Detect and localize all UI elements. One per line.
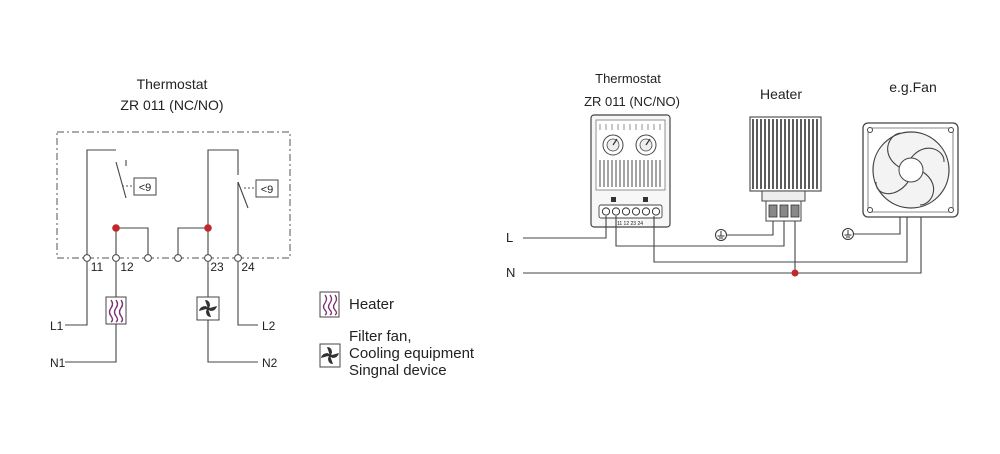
wire-thermostat-to-fan <box>653 216 908 263</box>
right-wiring: Thermostat ZR 011 (NC/NO) Heater e.g.Fan <box>506 71 959 280</box>
right-thermostat-line1: Thermostat <box>595 71 661 86</box>
legend-fan-line2: Cooling equipment <box>349 345 475 362</box>
terminal-23 <box>204 254 212 262</box>
l2-wire <box>237 262 258 326</box>
nc-temperature-symbol-text: <9 <box>139 182 152 194</box>
wire-heater-ground <box>727 221 774 236</box>
thermostat-top-ribs <box>599 124 661 130</box>
wire-n-line <box>523 217 922 274</box>
nc-contact-wire-left <box>86 149 116 258</box>
junction-dot-neutral <box>791 269 799 277</box>
legend-fan-icon <box>321 347 339 364</box>
label-n2: N2 <box>262 356 278 370</box>
terminal-label-11: 11 <box>91 260 104 274</box>
fan-icon <box>199 300 217 317</box>
thermostat-vent-ribs <box>599 160 661 187</box>
label-n: N <box>506 265 515 280</box>
label-l2: L2 <box>262 319 276 333</box>
ground-icon-heater <box>715 229 727 241</box>
terminal-label-12: 12 <box>120 260 134 274</box>
label-n1: N1 <box>50 356 66 370</box>
terminal-12b <box>144 254 152 262</box>
terminal-23b <box>174 254 182 262</box>
nc-contact-blade <box>115 161 127 199</box>
fan-blades <box>875 132 945 206</box>
terminal-label-24: 24 <box>241 260 255 274</box>
wire-thermostat-to-heater <box>615 216 785 247</box>
fan-device <box>862 122 959 218</box>
left-schematic: Thermostat ZR 011 (NC/NO) <9 <9 11 12 23 <box>50 76 475 379</box>
heater-device <box>749 116 822 222</box>
left-title-line1: Thermostat <box>137 76 208 92</box>
n1-wire <box>65 324 117 363</box>
thermostat-enclosure <box>56 131 291 259</box>
wire-l-to-thermostat <box>523 216 607 239</box>
ground-icon-fan <box>842 228 854 240</box>
no-terminal-23-wire <box>177 227 208 258</box>
l1-wire <box>65 262 88 326</box>
heater-icon <box>108 299 124 323</box>
no-contact-wire-right <box>207 149 239 258</box>
legend-fan-line1: Filter fan, <box>349 328 412 345</box>
right-fan-label: e.g.Fan <box>889 79 936 95</box>
nc-temperature-symbol <box>133 177 157 196</box>
label-l: L <box>506 230 513 245</box>
heater-fins <box>752 119 818 189</box>
no-temperature-symbol <box>255 179 279 198</box>
terminal-11 <box>83 254 91 262</box>
right-thermostat-line2: ZR 011 (NC/NO) <box>584 94 680 109</box>
thermostat-device: 11 12 23 24 <box>590 114 671 228</box>
junction-dot-12 <box>112 224 120 232</box>
label-l1: L1 <box>50 319 64 333</box>
terminal-label-23: 23 <box>210 260 224 274</box>
n2-wire <box>207 320 258 363</box>
no-contact-blade <box>237 181 249 209</box>
nc-terminal-12-wire <box>115 227 149 258</box>
junction-dot-23 <box>204 224 212 232</box>
wire-fan-ground <box>854 217 901 235</box>
legend-fan-line3: Singnal device <box>349 362 447 379</box>
right-heater-label: Heater <box>760 86 802 102</box>
left-title-line2: ZR 011 (NC/NO) <box>120 97 223 113</box>
thermostat-terminal-numbers: 11 12 23 24 <box>617 221 643 227</box>
no-temperature-symbol-text: <9 <box>261 184 274 196</box>
legend-heater-icon <box>322 294 338 316</box>
terminal-24 <box>234 254 242 262</box>
legend-heater-label: Heater <box>349 296 394 313</box>
terminal-12 <box>112 254 120 262</box>
